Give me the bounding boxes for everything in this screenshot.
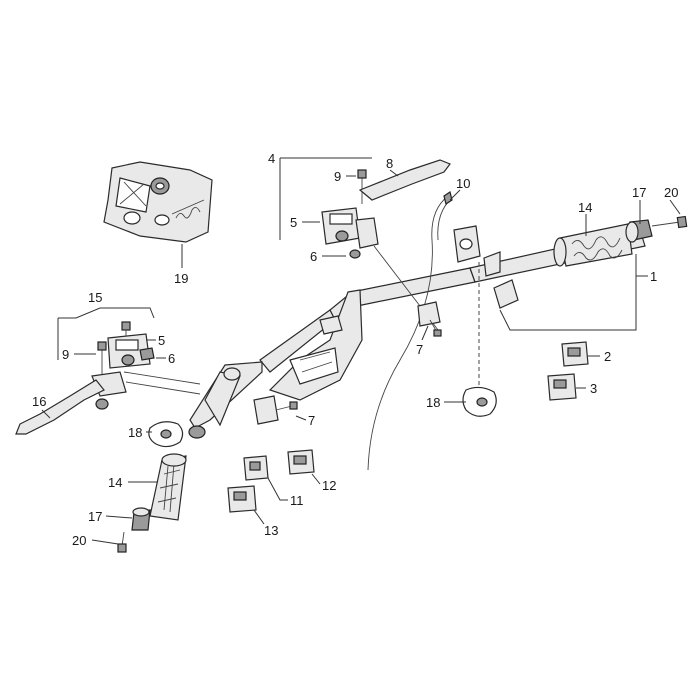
left-clamp <box>253 395 298 425</box>
callout-4: 4 <box>268 151 275 166</box>
right-switches <box>547 341 589 401</box>
callout-12: 12 <box>322 478 336 493</box>
callout-5-left: 5 <box>158 333 165 348</box>
callout-1: 1 <box>650 269 657 284</box>
callout-14-left: 14 <box>108 475 122 490</box>
callout-18-right: 18 <box>426 395 440 410</box>
left-master-cylinder <box>15 321 201 435</box>
right-grip <box>553 215 688 267</box>
callout-17-right: 17 <box>632 185 646 200</box>
callout-11: 11 <box>290 493 304 508</box>
right-gasket <box>462 386 497 417</box>
left-grip <box>117 453 187 553</box>
throttle-housing <box>453 225 519 390</box>
callout-15: 15 <box>88 290 102 305</box>
callout-6-right: 6 <box>310 249 317 264</box>
right-clamp <box>417 301 442 337</box>
callout-20-right: 20 <box>664 185 678 200</box>
callout-7-left: 7 <box>308 413 315 428</box>
switch-housing-19 <box>103 161 213 243</box>
left-switches <box>227 449 315 513</box>
callout-2: 2 <box>604 349 611 364</box>
callout-20-left: 20 <box>72 533 86 548</box>
callout-19: 19 <box>174 271 188 286</box>
callout-6-left: 6 <box>168 351 175 366</box>
leader-lines <box>41 157 681 545</box>
callout-9-right: 9 <box>334 169 341 184</box>
callout-5-right: 5 <box>290 215 297 230</box>
callout-18-left: 18 <box>128 425 142 440</box>
right-master-cylinder <box>321 159 451 331</box>
callout-17-left: 17 <box>88 509 102 524</box>
callout-13: 13 <box>264 523 278 538</box>
callout-7-right: 7 <box>416 342 423 357</box>
left-gasket <box>148 421 184 448</box>
callout-9-left: 9 <box>62 347 69 362</box>
callout-14-right: 14 <box>578 200 592 215</box>
callout-labels: 1 2 3 4 5 6 7 8 9 10 11 12 13 14 14 15 1… <box>32 151 678 548</box>
callout-10: 10 <box>456 176 470 191</box>
callout-16: 16 <box>32 394 46 409</box>
callout-3: 3 <box>590 381 597 396</box>
callout-8: 8 <box>386 156 393 171</box>
